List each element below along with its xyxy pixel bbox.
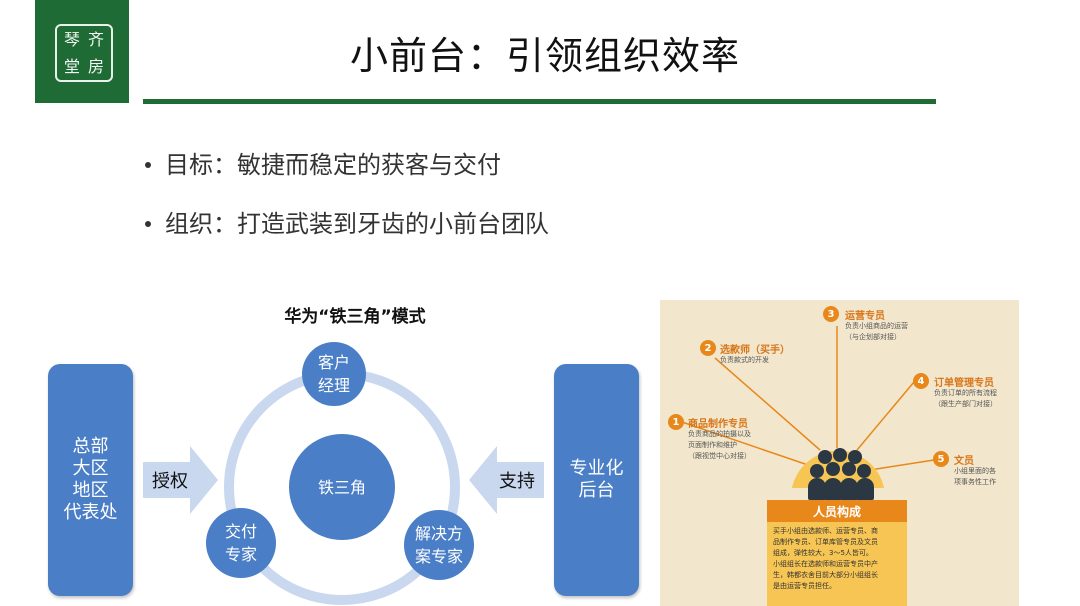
bullet-dot <box>145 221 151 227</box>
composition-line: 买手小组由选款师、运营专员、商 <box>773 527 878 535</box>
logo-char: 堂 <box>63 56 80 76</box>
role-number: 3 <box>823 306 839 322</box>
composition-line: 是由运营专员担任。 <box>773 582 836 590</box>
composition-line: 小组组长在选款师和运营专员中产 <box>773 560 878 568</box>
box-line: 总部 <box>72 436 109 457</box>
person-body <box>856 478 874 500</box>
role-number: 2 <box>700 340 716 356</box>
bullet-organization: 组织：打造武装到牙齿的小前台团队 <box>145 207 549 241</box>
center-label: 铁三角 <box>318 478 366 497</box>
customer-manager-node <box>302 342 366 406</box>
composition-line: 生，韩都衣舍目前大部分小组组长 <box>773 571 878 579</box>
delivery-expert-node <box>206 508 276 578</box>
solution-expert-node <box>404 510 474 580</box>
role-number: 4 <box>913 373 929 389</box>
node-label: 解决方 <box>415 524 463 543</box>
diagram-title: 华为“铁三角”模式 <box>284 307 426 327</box>
person-body <box>824 478 842 500</box>
title-underline <box>143 99 936 104</box>
logo-seal: 琴齐堂房 <box>55 24 113 82</box>
support-arrow <box>469 446 544 514</box>
slide-title: 小前台：引领组织效率 <box>349 34 740 78</box>
role-number: 1 <box>668 414 684 430</box>
box-line: 专业化 <box>569 458 624 479</box>
node-label: 经理 <box>318 376 350 395</box>
center-circle <box>289 434 395 540</box>
role-description: 负责订单的所有流程（跟生产部门对接） <box>934 389 997 408</box>
support-label: 支持 <box>499 471 535 492</box>
role-description: 小组里面的各项事务性工作 <box>954 467 996 486</box>
node-label: 客户 <box>318 353 350 372</box>
composition-title: 人员构成 <box>767 500 907 522</box>
person-body <box>808 478 826 500</box>
person-icon <box>848 450 862 464</box>
node-label: 专家 <box>225 545 257 564</box>
box-line: 代表处 <box>63 502 118 523</box>
bullet-goal: 目标：敏捷而稳定的获客与交付 <box>145 148 501 182</box>
bullet-text: 目标：敏捷而稳定的获客与交付 <box>165 151 501 179</box>
role-title: 商品制作专员 <box>688 419 748 430</box>
person-icon <box>857 464 871 478</box>
logo-char: 房 <box>87 56 104 76</box>
person-icon <box>810 464 824 478</box>
role-description: 负责小组商品的运营（与企划部对接） <box>845 322 908 341</box>
team-composition-infographic: 3 运营专员 负责小组商品的运营（与企划部对接） 2 选款师（买手） 负责款式的… <box>660 300 1019 606</box>
bullet-text: 组织：打造武装到牙齿的小前台团队 <box>165 210 549 238</box>
node-label: 交付 <box>225 522 257 541</box>
bullet-dot <box>145 162 151 168</box>
backoffice-box: 专业化 后台 <box>554 364 639 596</box>
box-line: 大区 <box>72 458 109 479</box>
box-line: 地区 <box>72 480 109 501</box>
composition-line: 品制作专员、订单库管专员及文员 <box>773 538 878 546</box>
people-icon-group <box>800 448 880 500</box>
person-icon <box>842 462 856 476</box>
node-label: 案专家 <box>415 547 463 566</box>
headquarters-box: 总部 大区 地区 代表处 <box>48 364 133 596</box>
person-icon <box>833 448 847 462</box>
person-icon <box>818 450 832 464</box>
role-title: 选款师（买手） <box>720 345 790 356</box>
role-number: 5 <box>933 451 949 467</box>
person-body <box>840 478 858 500</box>
role-title: 订单管理专员 <box>934 378 994 389</box>
authorize-label: 授权 <box>152 471 188 492</box>
composition-box: 买手小组由选款师、运营专员、商 品制作专员、订单库管专员及文员 组成，弹性较大，… <box>767 522 907 606</box>
authorize-arrow <box>143 446 218 514</box>
role-description: 负责商品的拍摄以及页面制作和维护（跟视觉中心对接） <box>688 430 751 460</box>
person-icon <box>826 462 840 476</box>
role-title: 文员 <box>954 456 974 467</box>
logo-char: 琴 <box>63 29 80 49</box>
role-description: 负责款式的开发 <box>720 356 769 364</box>
composition-line: 组成，弹性较大，3～5人皆可。 <box>773 549 873 557</box>
box-line: 后台 <box>578 480 615 501</box>
logo-char: 齐 <box>87 29 104 49</box>
logo: 琴齐堂房 <box>35 0 129 103</box>
role-title: 运营专员 <box>845 311 885 322</box>
